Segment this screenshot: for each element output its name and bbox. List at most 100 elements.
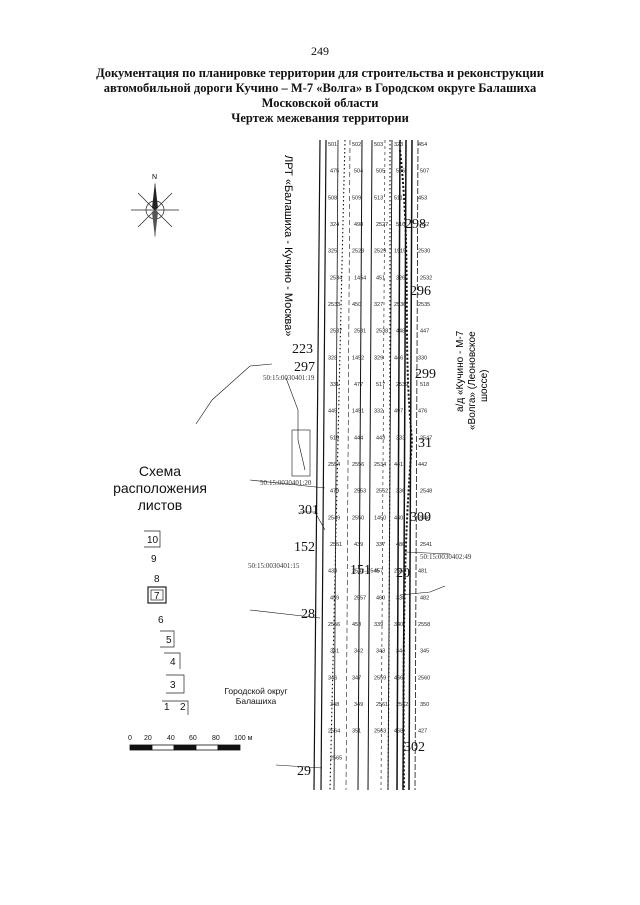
point-number: 511 <box>394 195 403 201</box>
point-number: 2559 <box>374 675 386 681</box>
point-number: 480 <box>396 542 405 548</box>
sheet-schema: 10 9 8 7 6 5 4 3 1 2 <box>144 530 189 715</box>
point-number: 2538 <box>376 329 388 335</box>
scale-tick: 20 <box>144 735 152 742</box>
point-number: 2562 <box>396 702 408 708</box>
point-number: 2550 <box>352 515 364 521</box>
point-number: 457 <box>374 569 383 575</box>
title-line-3: Московской области <box>261 96 379 110</box>
sheet-9: 9 <box>151 554 157 565</box>
scale-bar: 0 20 40 60 80 100 м <box>128 735 253 751</box>
sheet-1: 1 <box>164 702 170 713</box>
parcel-number: 223 <box>292 342 313 357</box>
cadastral-number: 50:15:0030402:49 <box>420 553 472 561</box>
point-number: 350 <box>420 702 429 708</box>
point-number: 516 <box>396 222 405 228</box>
point-number: 2547 <box>420 435 432 441</box>
point-number: 324 <box>330 222 339 228</box>
point-number: 1450 <box>374 515 386 521</box>
point-number: 2537 <box>330 329 342 335</box>
point-number: 2556 <box>352 462 364 468</box>
parcel-number: 28 <box>301 607 315 622</box>
point-number: 337 <box>376 542 385 548</box>
highway-label-1: а/д «Кучино - М-7 <box>455 330 466 412</box>
page-number: 249 <box>311 44 329 58</box>
document-title: Документация по планировке территории дл… <box>60 66 580 126</box>
point-number: 2535 <box>418 302 430 308</box>
point-number: 2563 <box>374 729 386 735</box>
point-number: 427 <box>418 729 427 735</box>
point-number: 340 <box>394 622 403 628</box>
point-number: 2533 <box>328 302 340 308</box>
point-number: 2553 <box>354 489 366 495</box>
point-number: 460 <box>376 595 385 601</box>
point-number: 438 <box>328 569 337 575</box>
point-number: 328 <box>328 355 337 361</box>
point-number: 2561 <box>376 702 388 708</box>
point-number: 2529 <box>374 249 386 255</box>
title-line-2: автомобильной дороги Кучино – М-7 «Волга… <box>103 81 537 95</box>
point-number: 448 <box>396 329 405 335</box>
point-number: 475 <box>330 169 339 175</box>
point-number: 508 <box>328 195 337 201</box>
point-number: 2552 <box>376 489 388 495</box>
point-number: 482 <box>420 595 429 601</box>
point-number: 2556 <box>328 622 340 628</box>
point-number: 349 <box>354 702 363 708</box>
point-number: 2554 <box>328 462 340 468</box>
sheet-10: 10 <box>147 535 159 546</box>
point-number: 458 <box>352 622 361 628</box>
point-number: 509 <box>352 195 361 201</box>
point-number: 2560 <box>418 675 430 681</box>
scale-tick: 40 <box>167 735 175 742</box>
point-number: 519 <box>330 435 339 441</box>
point-number: 2542–2545 <box>352 569 380 575</box>
point-number: 440 <box>394 515 403 521</box>
point-number: 501 <box>328 142 337 148</box>
cadastral-number: 50:15:0030401:19 <box>263 374 315 382</box>
point-number: 445 <box>328 409 337 415</box>
point-number: 450 <box>352 302 361 308</box>
point-number: 2546 <box>418 515 430 521</box>
point-number: 2564 <box>328 729 340 735</box>
sheet-7: 7 <box>154 591 160 602</box>
point-number: 507 <box>420 169 429 175</box>
scale-tick: 0 <box>128 735 132 742</box>
point-number: 329 <box>374 355 383 361</box>
parcel-number: 151 <box>350 563 371 578</box>
title-line-1: Документация по планировке территории дл… <box>96 66 544 80</box>
point-number: 442 <box>418 462 427 468</box>
point-number: 466 <box>394 675 403 681</box>
sheet-8: 8 <box>154 574 160 585</box>
point-number: 346 <box>328 675 337 681</box>
parcel-number: 29 <box>297 764 311 779</box>
point-number: 2549 <box>328 515 340 521</box>
point-number: 504 <box>354 169 363 175</box>
parcel-number: 299 <box>415 367 436 382</box>
highway-label-3: шоссе) <box>479 370 490 402</box>
point-number: 347 <box>352 675 361 681</box>
point-number: 513 <box>374 195 383 201</box>
lrt-road-label: ЛРТ «Балашиха - Кучино - Москва» <box>282 155 294 337</box>
point-number: 342 <box>354 649 363 655</box>
point-number: 332 <box>374 409 383 415</box>
point-number: 497 <box>394 409 403 415</box>
point-number: 323 <box>394 142 403 148</box>
point-number: 2565 <box>330 755 342 761</box>
sheet-5: 5 <box>166 635 172 646</box>
point-number: 2528 <box>352 249 364 255</box>
point-number: 447 <box>420 329 429 335</box>
district-label-line2: Балашиха <box>235 696 277 706</box>
point-number: 348 <box>330 702 339 708</box>
scale-tick: 60 <box>189 735 197 742</box>
sheet-4: 4 <box>170 657 176 668</box>
parcel-number: 298 <box>405 217 426 232</box>
point-number: 452 <box>420 222 429 228</box>
point-number: 1915 <box>394 249 406 255</box>
sheet-2: 2 <box>180 702 186 713</box>
point-number: 479 <box>330 489 339 495</box>
point-number: 505 <box>376 169 385 175</box>
point-number: 454 <box>418 142 427 148</box>
point-number: 327 <box>374 302 383 308</box>
sheet-schema-title: Схема расположения листов <box>113 463 207 513</box>
